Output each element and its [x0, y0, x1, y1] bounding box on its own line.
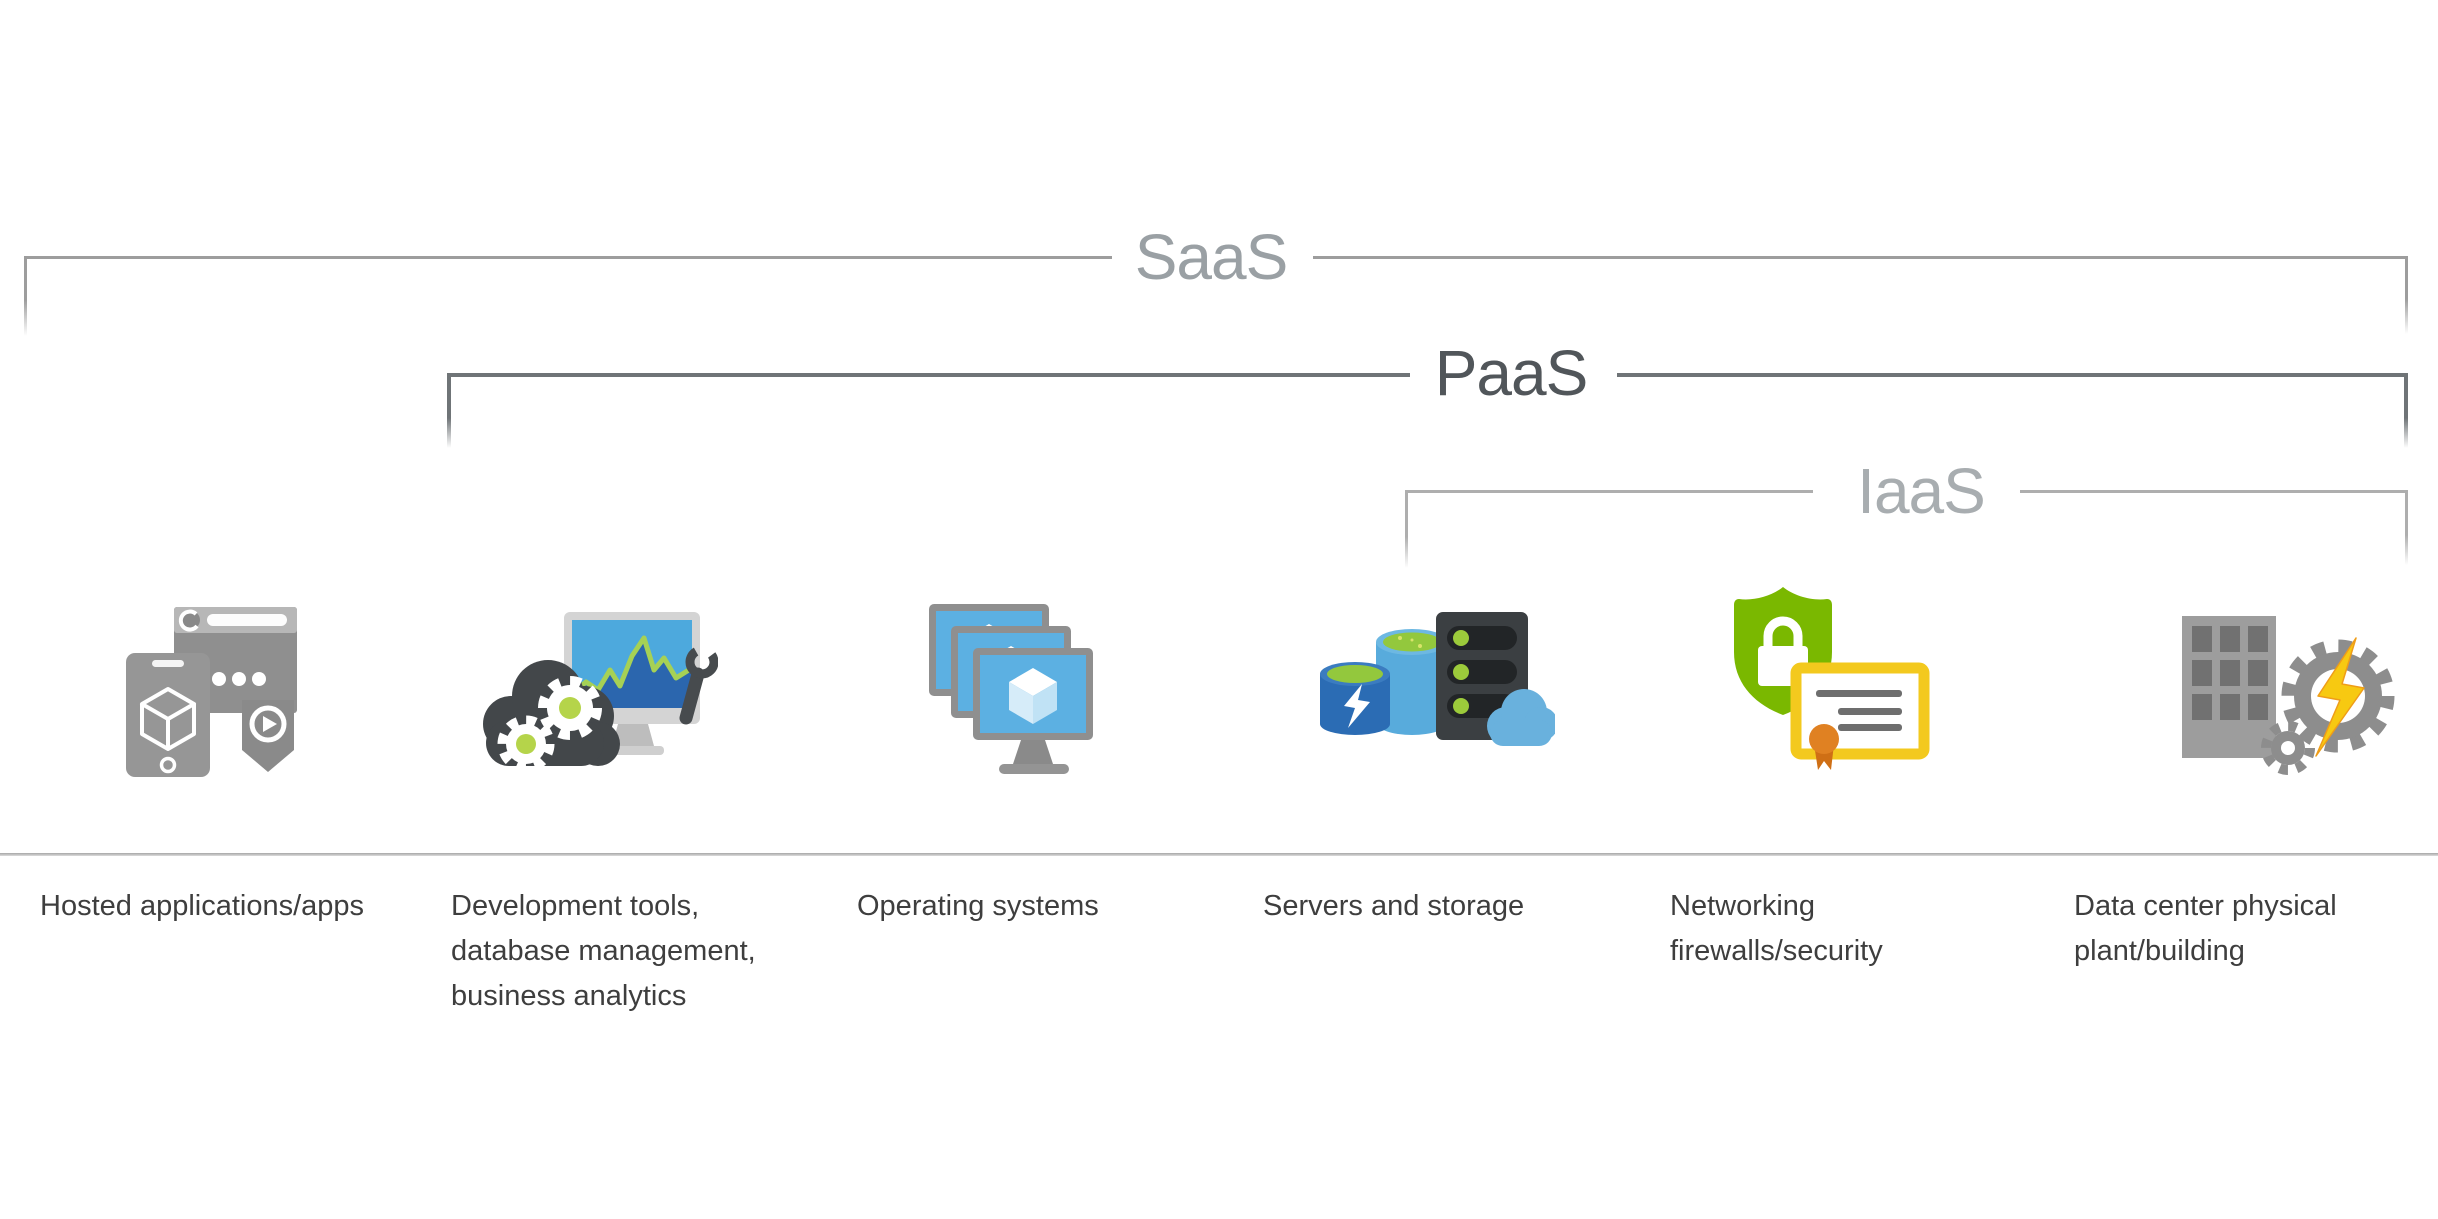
- cloud-icon: [1487, 689, 1555, 746]
- database-cylinder-bolt-icon: [1320, 662, 1390, 735]
- iaas-bracket-line-right: [2020, 490, 2408, 493]
- paas-bracket-tick-right: [2404, 373, 2408, 448]
- database-cylinder-icon: [1376, 629, 1448, 735]
- mobile-app-icon: [126, 653, 210, 777]
- caption-line: Operating systems: [857, 890, 1099, 922]
- iaas-bracket-tick-left: [1405, 490, 1408, 568]
- paas-bracket-tick-left: [447, 373, 451, 448]
- caption-operating-systems: Operating systems: [857, 884, 1099, 929]
- data-center-icon: [2166, 596, 2404, 791]
- paas-bracket-line-right: [1617, 373, 2408, 377]
- development-tools-icon: [466, 596, 718, 786]
- servers-storage-icon: [1308, 600, 1555, 765]
- lightning-bolt-icon: [2315, 637, 2365, 757]
- caption-line: Servers and storage: [1263, 890, 1525, 922]
- saas-bracket-tick-right: [2405, 256, 2408, 334]
- vm-monitor-stand: [999, 740, 1069, 774]
- caption-line: firewalls/security: [1670, 935, 1883, 967]
- saas-bracket-line-left: [25, 256, 1112, 259]
- caption-data-center: Data center physical plant/building: [2074, 884, 2337, 974]
- caption-line: database management,: [451, 935, 756, 967]
- media-play-badge-icon: [242, 700, 294, 772]
- saas-tier-label: SaaS: [1134, 221, 1289, 293]
- caption-line: plant/building: [2074, 935, 2245, 967]
- building-icon: [2182, 616, 2276, 758]
- certificate-icon: [1790, 662, 1930, 770]
- iaas-tier-label: IaaS: [1857, 455, 1986, 527]
- caption-servers-storage: Servers and storage: [1263, 884, 1524, 929]
- caption-networking-security: Networking firewalls/security: [1670, 884, 1883, 974]
- gear-icon: [497, 715, 555, 773]
- caption-hosted-apps: Hosted applications/apps: [40, 884, 364, 929]
- iaas-bracket-tick-right: [2405, 490, 2408, 565]
- caption-line: Hosted applications/apps: [40, 890, 365, 922]
- caption-line: business analytics: [451, 980, 687, 1012]
- caption-line: Networking: [1670, 890, 1816, 922]
- iaas-bracket-line-left: [1406, 490, 1813, 493]
- paas-tier-label: PaaS: [1434, 337, 1589, 409]
- operating-systems-icon: [913, 598, 1115, 793]
- saas-bracket-line-right: [1313, 256, 2408, 259]
- gear-icon: [538, 676, 602, 740]
- wrench-icon: [679, 645, 718, 725]
- caption-development-tools: Development tools, database management, …: [451, 884, 756, 1019]
- vm-monitor-icon: [973, 648, 1093, 740]
- paas-bracket-line-left: [448, 373, 1410, 377]
- caption-line: Development tools,: [451, 890, 700, 922]
- hosted-apps-icon: [112, 595, 307, 790]
- ribbon-icon: [1809, 724, 1839, 770]
- networking-security-icon: [1720, 584, 1938, 776]
- power-gear-icon: [2281, 637, 2395, 757]
- caption-separator-line: [0, 853, 2438, 856]
- saas-bracket-tick-left: [24, 256, 27, 336]
- caption-line: Data center physical: [2074, 890, 2337, 922]
- gear-icon: [2261, 721, 2315, 775]
